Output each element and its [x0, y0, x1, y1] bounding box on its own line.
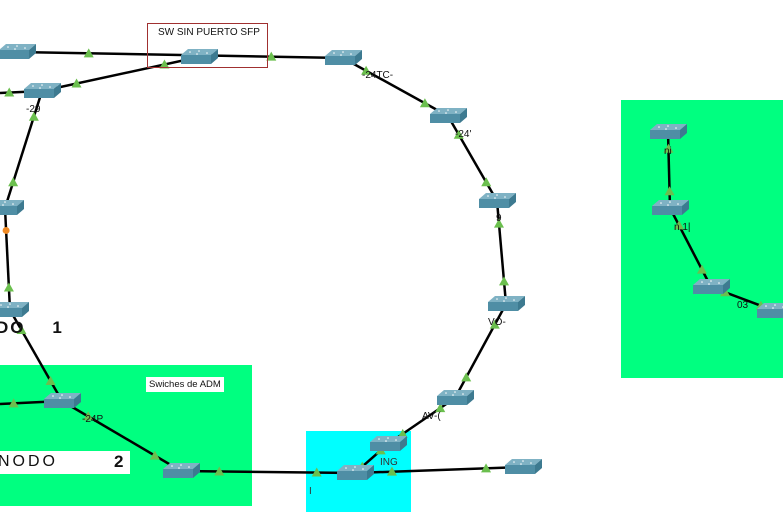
right-zone	[621, 100, 783, 378]
link-status-up-icon	[83, 48, 94, 58]
nodo1-label: DO 1	[0, 318, 64, 337]
link-status-up-icon	[361, 65, 372, 75]
link-status-up-icon	[159, 59, 170, 69]
link-status-up-icon	[266, 51, 277, 61]
sw-label-av: AV-(	[422, 411, 441, 422]
sw-label-29: -29	[26, 104, 41, 115]
link-status-up-icon	[28, 111, 39, 121]
link-status-up-icon	[461, 372, 472, 382]
link-status-up-icon	[8, 398, 19, 408]
switch-icon[interactable]	[652, 200, 689, 215]
switch-icon[interactable]	[163, 463, 200, 478]
link-status-up-icon	[386, 466, 397, 476]
link-cable[interactable]	[495, 200, 508, 305]
link-status-up-icon	[397, 428, 408, 438]
link-status-up-icon	[8, 177, 19, 187]
switch-icon[interactable]	[181, 49, 218, 64]
sw-label-24: -24'	[455, 129, 472, 140]
link-status-up-icon	[83, 411, 94, 421]
sw-label-03: 03	[737, 300, 749, 311]
switch-icon[interactable]	[0, 302, 29, 317]
link-status-up-icon	[663, 143, 674, 153]
link-cable[interactable]	[668, 207, 713, 288]
sw-label-vo: VO-	[488, 317, 506, 328]
link-cable[interactable]	[3, 207, 12, 311]
link-status-down-icon	[2, 226, 10, 234]
link-status-up-icon	[493, 218, 504, 228]
sw-label-ni: ni	[664, 146, 672, 157]
sw-label-n1: n 1|	[674, 222, 691, 233]
link-status-up-icon	[489, 319, 500, 329]
link-status-up-icon	[453, 129, 464, 139]
switch-icon[interactable]	[0, 44, 36, 59]
link-status-up-icon	[4, 87, 15, 97]
link-cable[interactable]	[342, 56, 449, 118]
nodo2-num: 2	[114, 452, 124, 471]
switch-icon[interactable]	[693, 279, 730, 294]
link-cable[interactable]	[446, 115, 499, 202]
link-status-up-icon	[435, 403, 446, 413]
sfp-note-box	[147, 23, 268, 68]
link-status-up-icon	[214, 466, 225, 476]
link-cable[interactable]	[41, 55, 200, 93]
sw-label-24p: -24P	[82, 414, 104, 425]
switch-icon[interactable]	[337, 465, 374, 480]
link-status-up-icon	[664, 186, 675, 196]
link-status-up-icon	[16, 325, 27, 335]
switch-icon[interactable]	[650, 124, 687, 139]
sw-label-9: 9	[496, 213, 502, 224]
switch-icon[interactable]	[0, 200, 24, 215]
switch-icon[interactable]	[44, 393, 81, 408]
nodo2-label: NODO 2	[0, 451, 130, 474]
switch-icon[interactable]	[479, 193, 516, 208]
nodo2-word: NODO	[0, 453, 58, 470]
switch-icon[interactable]	[488, 296, 525, 311]
switch-icon[interactable]	[24, 83, 61, 98]
link-cable[interactable]	[16, 50, 344, 60]
link-status-up-icon	[499, 276, 510, 286]
link-status-up-icon	[696, 264, 707, 274]
link-cable[interactable]	[61, 399, 182, 473]
link-cable[interactable]	[8, 309, 64, 402]
link-status-up-icon	[3, 282, 14, 292]
switch-icon[interactable]	[430, 108, 467, 123]
link-cable[interactable]	[180, 469, 356, 475]
link-status-up-icon	[71, 78, 82, 88]
sfp-note-title: SW SIN PUERTO SFP	[158, 27, 260, 38]
link-status-up-icon	[481, 177, 492, 187]
link-status-up-icon	[419, 98, 430, 108]
link-status-up-icon	[674, 220, 685, 230]
link-cable[interactable]	[3, 90, 44, 209]
link-cable[interactable]	[354, 465, 524, 475]
link-status-up-icon	[311, 467, 322, 477]
switch-icon[interactable]	[437, 390, 474, 405]
sw-label-24tc: -24TC-	[362, 70, 394, 81]
link-cable[interactable]	[453, 303, 508, 399]
sw-label-i: I	[309, 486, 312, 497]
link-status-up-icon	[149, 450, 160, 460]
link-status-up-icon	[45, 375, 56, 385]
link-cable[interactable]	[666, 131, 672, 209]
switch-icon[interactable]	[505, 459, 542, 474]
switch-icon[interactable]	[370, 436, 407, 451]
link-status-up-icon	[481, 463, 492, 473]
sw-label-ing: ING	[380, 457, 398, 468]
switch-icon[interactable]	[325, 50, 362, 65]
adm-note-title: Swiches de ADM	[146, 377, 224, 392]
